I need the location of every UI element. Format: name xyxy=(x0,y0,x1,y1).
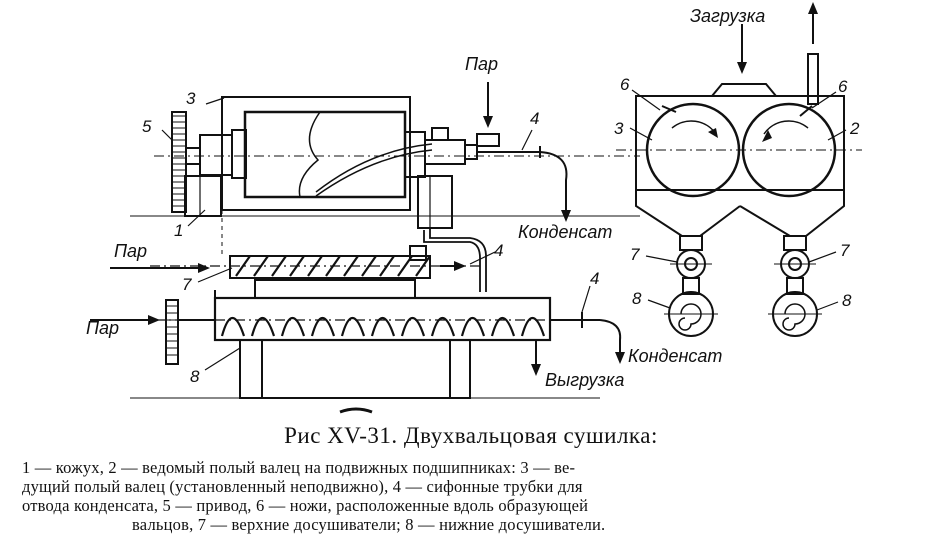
drum-dryer-diagram: Пар Конденсат Пар Пар Конденсат Выгрузка… xyxy=(86,2,862,414)
label-steam-bottom: Пар xyxy=(86,318,119,338)
number-2: 2 xyxy=(849,119,860,138)
label-condensate-bottom: Конденсат xyxy=(628,346,722,366)
legend-line-1: 1 — кожух, 2 — ведомый полый валец на по… xyxy=(22,458,576,477)
end-view xyxy=(616,2,862,337)
support-block xyxy=(184,175,222,217)
label-condensate-top: Конденсат xyxy=(518,222,612,242)
label-unloading: Выгрузка xyxy=(545,370,624,390)
legend-line-4: вальцов, 7 — верхние досушиватели; 8 — н… xyxy=(132,515,606,534)
drive-gear xyxy=(171,111,187,213)
number-7-left: 7 xyxy=(182,275,192,294)
condensate-line-bottom xyxy=(599,319,622,356)
number-4-bottom: 4 xyxy=(590,269,599,288)
label-loading: Загрузка xyxy=(690,6,765,26)
legend-line-2: дущий полый валец (установленный неподви… xyxy=(22,477,583,496)
hollow-drum xyxy=(243,110,407,199)
legend-line-3: отвода конденсата, 5 — привод, 6 — ножи,… xyxy=(22,496,589,515)
number-8-right-a: 8 xyxy=(632,289,642,308)
condensate-line-top xyxy=(539,151,568,214)
number-3-right: 3 xyxy=(614,119,624,138)
figure-legend: 1 — кожух, 2 — ведомый полый валец на по… xyxy=(22,458,922,534)
end-casing xyxy=(635,95,845,191)
lower-screw-dryer xyxy=(130,210,625,399)
frame xyxy=(239,339,471,399)
number-7-right-a: 7 xyxy=(630,245,640,264)
lower-drive-wheel xyxy=(165,299,179,365)
label-steam-top: Пар xyxy=(465,54,498,74)
vapor-pipe xyxy=(807,53,819,105)
number-3-left: 3 xyxy=(186,89,196,108)
number-1: 1 xyxy=(174,221,183,240)
number-5: 5 xyxy=(142,117,152,136)
steam-inlet xyxy=(476,133,500,147)
right-support xyxy=(417,175,453,229)
inner-pipe xyxy=(315,143,433,193)
number-6-right: 6 xyxy=(838,77,848,96)
number-4-top: 4 xyxy=(530,109,539,128)
upper-drum-assembly xyxy=(130,82,640,292)
casing xyxy=(221,96,411,211)
number-4-middle: 4 xyxy=(494,241,503,260)
number-7-right-b: 7 xyxy=(840,241,850,260)
number-6-left: 6 xyxy=(620,75,630,94)
cutaway-line xyxy=(298,111,321,198)
label-steam-middle: Пар xyxy=(114,241,147,261)
number-8-right-b: 8 xyxy=(842,291,852,310)
number-8-left: 8 xyxy=(190,367,200,386)
drive-hub xyxy=(199,134,233,176)
figure-title: Рис XV-31. Двухвальцовая сушилка: xyxy=(284,423,658,448)
